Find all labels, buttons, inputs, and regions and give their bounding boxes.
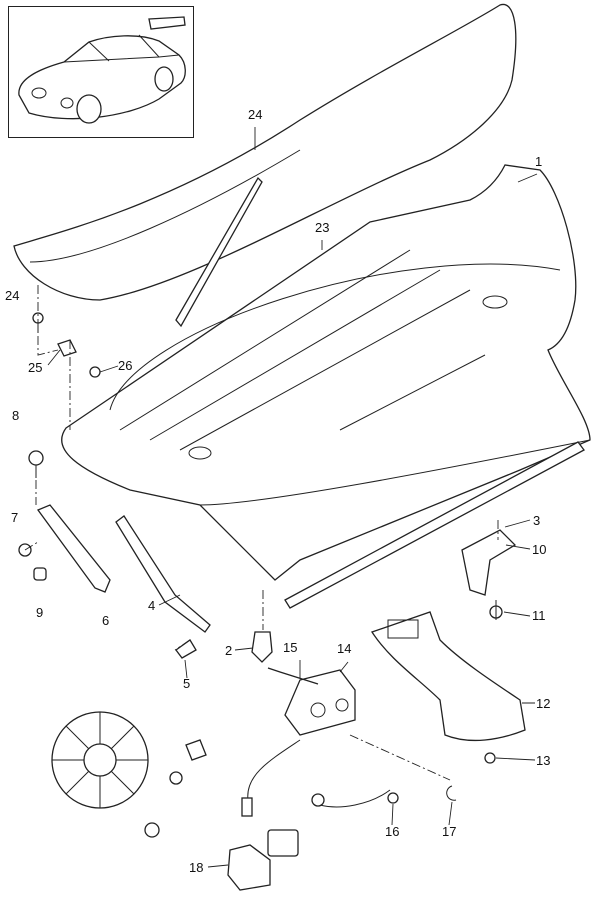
part-label-11[interactable]: 11 <box>532 608 546 623</box>
part-label-2[interactable]: 2 <box>225 643 233 658</box>
part-label-15[interactable]: 15 <box>283 640 298 655</box>
part-label-7[interactable]: 7 <box>11 510 19 525</box>
rear-spoiler-part <box>13 3 517 301</box>
part-label-3[interactable]: 3 <box>533 513 541 528</box>
rubber-strip-part <box>284 441 585 609</box>
part-label-25[interactable]: 25 <box>28 360 43 375</box>
catch-bracket-part <box>461 529 517 596</box>
part-label-16[interactable]: 16 <box>385 824 400 839</box>
part-label-6[interactable]: 6 <box>102 613 110 628</box>
part-label-13[interactable]: 13 <box>536 753 551 768</box>
part-label-26[interactable]: 26 <box>118 358 133 373</box>
gas-strut-part <box>115 515 211 633</box>
seal-strip-part <box>175 176 263 328</box>
part-label-24[interactable]: 24 <box>248 107 263 122</box>
air-duct-part <box>371 611 526 742</box>
part-label-17[interactable]: 17 <box>442 824 457 839</box>
part-label-9[interactable]: 9 <box>36 605 44 620</box>
part-label-14[interactable]: 14 <box>337 641 352 656</box>
part-label-8[interactable]: 8 <box>12 408 20 423</box>
part-label-24-bolt[interactable]: 24 <box>5 288 20 303</box>
part-label-4[interactable]: 4 <box>148 598 156 613</box>
part-label-5[interactable]: 5 <box>183 676 191 691</box>
vehicle-overview-inset <box>8 6 194 138</box>
release-switch-part <box>227 844 271 891</box>
part-label-12[interactable]: 12 <box>536 696 551 711</box>
lid-lock-part <box>284 669 356 736</box>
car-illustration <box>18 16 186 124</box>
rear-lid-part <box>61 164 591 581</box>
part-label-1[interactable]: 1 <box>535 154 543 169</box>
part-label-10[interactable]: 10 <box>532 542 547 557</box>
part-label-18[interactable]: 18 <box>189 860 204 875</box>
part-label-23[interactable]: 23 <box>315 220 330 235</box>
hinge-bracket-part <box>36 504 111 593</box>
